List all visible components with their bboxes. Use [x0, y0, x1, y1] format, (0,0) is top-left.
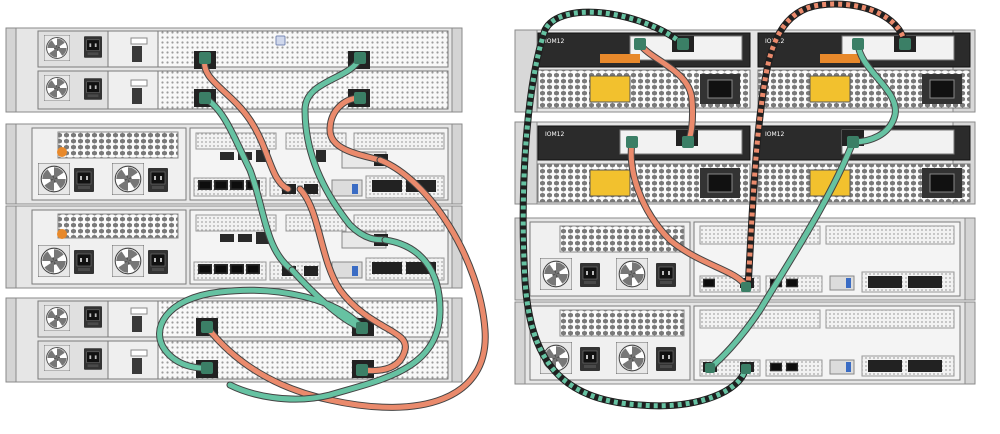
- right-cables: [519, 0, 911, 410]
- cable-green: [301, 54, 389, 244]
- cable-green: [226, 236, 444, 403]
- usb-icon: [352, 266, 358, 276]
- fan-icon: [38, 163, 70, 195]
- orange-led-icon: [57, 147, 67, 157]
- warning-label-icon: [809, 75, 851, 103]
- left-rack-stack: [5, 27, 463, 383]
- power-supply-icon: [580, 262, 600, 288]
- port-controller1-b: [304, 184, 318, 194]
- power-supply-icon: [580, 346, 600, 372]
- storage-shelf-1: [5, 27, 463, 113]
- port-controller1-c: [372, 180, 402, 192]
- fan-icon: [44, 305, 70, 331]
- power-supply-icon: [84, 348, 102, 370]
- fan-icon: [44, 345, 70, 371]
- controller-1: [5, 123, 463, 205]
- left-cables: [156, 52, 489, 411]
- cable-orange: [326, 94, 384, 164]
- cable-orange: [636, 40, 696, 146]
- storage-shelf-4: IOM12 IOM12: [514, 121, 976, 205]
- power-supply-icon: [84, 78, 102, 100]
- cable-green: [849, 40, 899, 146]
- power-supply-icon: [656, 346, 676, 372]
- fan-icon: [540, 258, 572, 290]
- power-supply-icon: [74, 167, 94, 193]
- cable-orange: [201, 54, 292, 193]
- warning-label-icon: [589, 169, 631, 197]
- power-supply-icon: [84, 36, 102, 58]
- cable-orange: [627, 138, 749, 289]
- cable-green-dashed: [519, 8, 749, 410]
- cable-orange: [203, 156, 489, 411]
- fan-icon: [44, 75, 70, 101]
- usb-icon: [352, 184, 358, 194]
- power-supply-icon: [84, 306, 102, 328]
- fan-icon: [38, 245, 70, 277]
- port-controller2-b: [304, 266, 318, 276]
- led-icon: [275, 35, 286, 46]
- cable-orange-dashed: [744, 0, 909, 292]
- cable-orange: [296, 185, 409, 375]
- power-supply-icon: [148, 249, 168, 275]
- power-supply-icon: [74, 249, 94, 275]
- cable-green: [156, 266, 366, 372]
- power-supply-icon: [148, 167, 168, 193]
- orange-led-icon: [57, 229, 67, 239]
- warning-label-icon: [589, 75, 631, 103]
- usb-icon: [846, 278, 851, 288]
- cable-green: [201, 94, 296, 274]
- iom-label: IOM12: [545, 38, 564, 45]
- iom-label: IOM12: [545, 131, 564, 138]
- fan-icon: [112, 163, 144, 195]
- fan-icon: [44, 35, 70, 61]
- cable-green: [706, 138, 857, 372]
- power-supply-icon: [656, 262, 676, 288]
- usb-icon: [846, 362, 851, 372]
- controller-2: [5, 205, 463, 289]
- fan-icon: [616, 258, 648, 290]
- fan-icon: [616, 342, 648, 374]
- iom-label: IOM12: [765, 131, 784, 138]
- fan-icon: [112, 245, 144, 277]
